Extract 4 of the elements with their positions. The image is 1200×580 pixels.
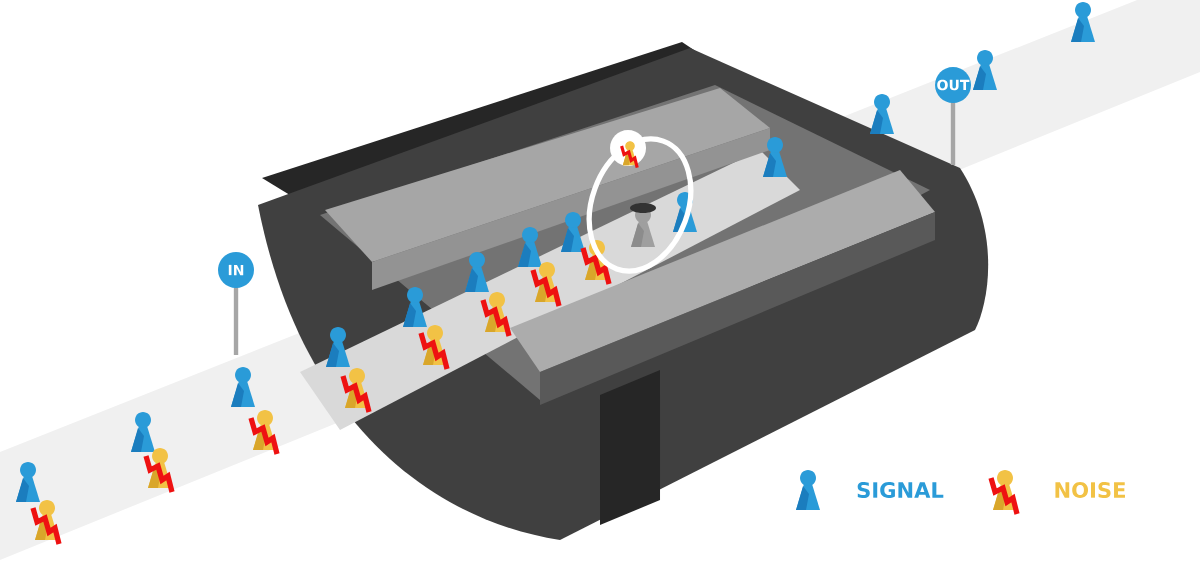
legend-label: NOISE [1055,482,1125,498]
sign: IN [218,252,254,355]
sign: OUT [935,67,971,165]
legend-label: SIGNAL [857,482,944,498]
